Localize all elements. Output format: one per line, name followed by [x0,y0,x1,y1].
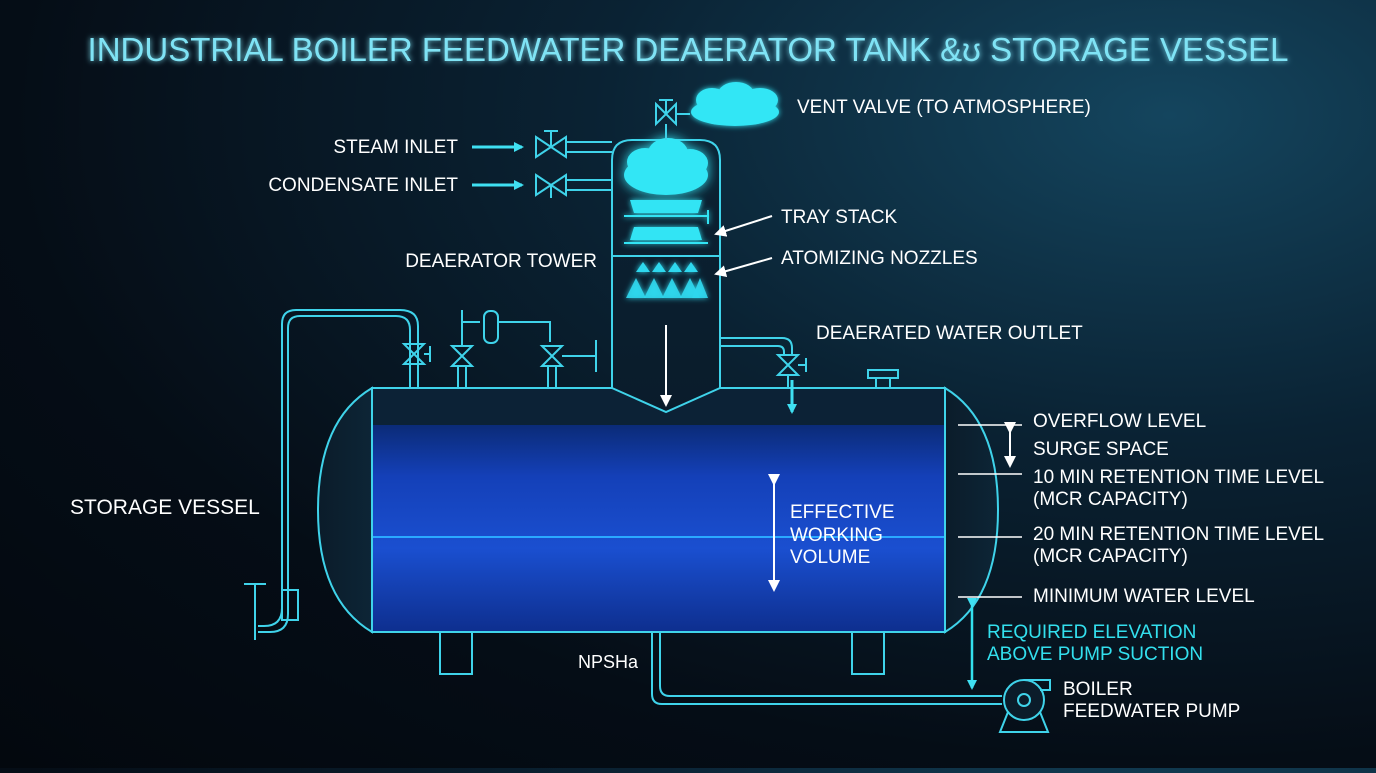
tray-stack-label: TRAY STACK [781,207,897,228]
pump-label-2: FEEDWATER PUMP [1063,701,1240,722]
npsha-label: NPSHa [578,652,639,672]
tray-stack [624,200,709,244]
twenty-min-level-sublabel: (MCR CAPACITY) [1033,546,1188,567]
center-valve-icon [449,345,475,367]
steam-inlet-label: STEAM INLET [333,137,458,158]
steam-inlet [472,130,612,159]
nozzles-pointer [714,257,773,278]
deaerator-tower-label: DEAERATOR TOWER [405,251,597,272]
loop-valve-icon [401,343,427,365]
pump-icon [998,679,1051,733]
right-top-valve-icon [539,345,565,367]
vessel-left-cap [316,386,373,634]
steam-cloud [624,138,708,195]
condensate-inlet [472,173,612,198]
page-title: INDUSTRIAL BOILER FEEDWATER DEAERATOR TA… [88,31,1289,68]
ten-min-level-label: 10 MIN RETENTION TIME LEVEL [1033,467,1324,488]
working-volume-label-2: WORKING [790,525,883,546]
vessel-leg-left [439,631,473,675]
working-volume-label-1: EFFECTIVE [790,502,895,523]
vent-valve-icon [655,101,677,127]
deaerated-outlet-label: DEAERATED WATER OUTLET [816,323,1083,344]
suction-pipe [651,632,1002,705]
required-elevation-label-2: ABOVE PUMP SUCTION [987,644,1203,665]
outlet-valve-icon [775,354,801,376]
twenty-min-level-label: 20 MIN RETENTION TIME LEVEL [1033,524,1324,545]
overflow-level-label: OVERFLOW LEVEL [1033,411,1206,432]
tray-stack-pointer [714,215,773,237]
storage-vessel [316,386,1000,675]
condensate-inlet-valve-icon [535,173,567,197]
pump-label-1: BOILER [1063,679,1133,700]
steam-inlet-valve-icon [535,135,567,159]
atomizing-nozzles-label: ATOMIZING NOZZLES [781,248,978,269]
atomizing-nozzles [626,262,708,298]
condensate-inlet-label: CONDENSATE INLET [268,175,458,196]
required-elevation-label-1: REQUIRED ELEVATION [987,622,1196,643]
ten-min-level-sublabel: (MCR CAPACITY) [1033,489,1188,510]
storage-vessel-label: STORAGE VESSEL [70,496,260,519]
vessel-top-piping [244,309,597,640]
minimum-water-level-label: MINIMUM WATER LEVEL [1033,586,1255,607]
deaerator-tower [611,138,721,414]
vent-valve-assembly [655,82,779,140]
vent-cloud-icon [691,82,779,126]
vent-valve-label: VENT VALVE (TO ATMOSPHERE) [797,97,1091,118]
vessel-leg-right [851,631,885,675]
vessel-top-nozzle [867,369,899,388]
working-volume-label-3: VOLUME [790,547,870,568]
deaerated-outlet-pipe [720,337,807,414]
surge-space-label: SURGE SPACE [1033,439,1169,460]
